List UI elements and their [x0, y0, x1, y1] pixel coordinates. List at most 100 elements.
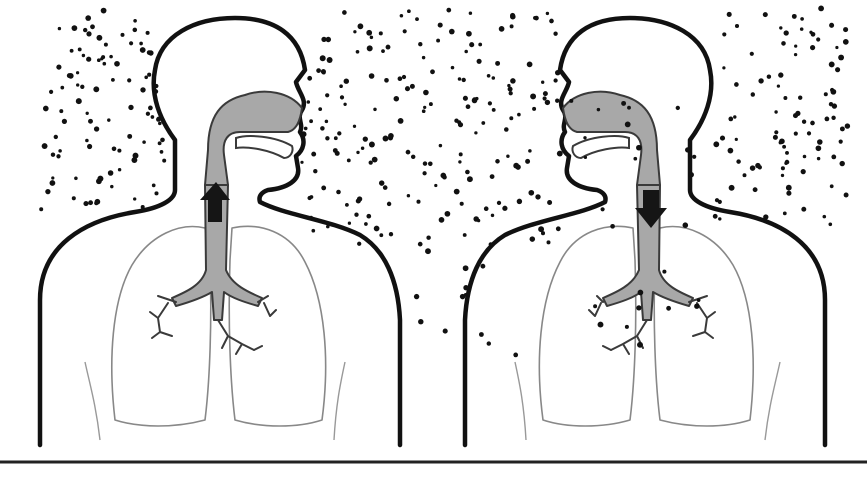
exhaling-palate	[236, 136, 293, 158]
left-background-particle	[133, 153, 139, 159]
center-plume-particle	[379, 180, 384, 185]
left-background-particle	[144, 76, 148, 80]
right-background-particle	[843, 39, 849, 45]
center-plume-particle	[400, 14, 404, 18]
center-plume-particle	[477, 59, 482, 64]
right-background-particle	[816, 146, 819, 149]
right-background-particle	[782, 145, 786, 149]
center-plume-particle	[364, 222, 368, 226]
center-plume-particle	[366, 30, 372, 36]
right-background-particle	[743, 173, 747, 177]
center-plume-particle	[321, 185, 326, 190]
right-background-particle	[839, 140, 843, 144]
center-plume-particle	[463, 233, 467, 237]
inhaled-particles-particle	[688, 172, 694, 178]
center-plume-particle	[345, 203, 349, 207]
center-plume-particle	[422, 56, 425, 59]
center-plume-particle	[547, 240, 551, 244]
inhaled-particles-particle	[683, 222, 689, 228]
center-plume-particle	[356, 151, 359, 154]
center-plume-particle	[487, 74, 491, 78]
lower-trail-particle	[513, 353, 518, 358]
inhaled-particles-particle	[676, 106, 680, 110]
center-plume-particle	[320, 55, 326, 61]
left-background-particle	[154, 84, 158, 88]
inhaled-particles-particle	[697, 298, 701, 302]
center-plume-particle	[313, 169, 317, 173]
center-plume-particle	[495, 61, 500, 66]
center-plume-particle	[411, 155, 415, 159]
left-background-particle	[58, 27, 61, 30]
left-background-particle	[158, 141, 162, 145]
center-plume-particle	[533, 16, 537, 20]
left-background-particle	[56, 154, 60, 158]
right-background-particle	[715, 198, 719, 202]
left-background-particle	[103, 62, 107, 66]
center-plume-particle	[347, 158, 351, 162]
center-plume-particle	[366, 214, 371, 219]
right-background-particle	[807, 131, 811, 135]
exhaling-right-lung	[229, 226, 325, 426]
left-background-particle	[146, 31, 150, 35]
left-background-particle	[67, 73, 72, 78]
lower-trail-particle	[418, 319, 423, 324]
center-plume-particle	[497, 201, 501, 205]
center-plume-particle	[403, 29, 407, 33]
center-plume-particle	[528, 149, 532, 153]
left-background-particle	[62, 119, 67, 124]
left-background-particle	[74, 177, 78, 181]
center-plume-particle	[342, 10, 347, 15]
center-plume-particle	[491, 214, 494, 217]
center-plume-particle	[311, 229, 315, 233]
center-plume-particle	[445, 211, 451, 217]
inhaled-particles-particle	[583, 136, 586, 139]
lower-trail-particle	[414, 294, 419, 299]
left-background-particle	[43, 106, 49, 112]
center-plume-particle	[538, 226, 544, 232]
left-background-particle	[72, 25, 78, 31]
right-background-particle	[840, 126, 845, 131]
right-background-particle	[811, 32, 816, 37]
left-background-particle	[110, 185, 113, 188]
center-plume-particle	[353, 30, 356, 33]
left-background-particle	[117, 149, 121, 153]
left-background-particle	[82, 54, 85, 57]
center-plume-particle	[309, 119, 313, 123]
center-plume-particle	[506, 154, 509, 157]
right-background-particle	[818, 5, 824, 11]
center-plume-particle	[325, 136, 329, 140]
left-background-particle	[85, 139, 89, 143]
center-plume-particle	[454, 189, 460, 195]
center-plume-particle	[541, 81, 544, 84]
center-plume-particle	[418, 242, 423, 247]
right-background-particle	[839, 161, 844, 166]
left-background-particle	[58, 149, 62, 153]
right-background-particle	[750, 165, 756, 171]
inhaled-particles-particle	[685, 147, 690, 152]
left-background-particle	[94, 126, 99, 131]
center-plume-particle	[488, 101, 492, 105]
center-plume-particle	[325, 93, 329, 97]
left-background-particle	[109, 55, 113, 59]
center-plume-particle	[398, 76, 403, 81]
right-background-particle	[755, 163, 760, 168]
right-background-particle	[786, 185, 792, 191]
left-background-particle	[45, 189, 50, 194]
inhaled-particles-particle	[694, 304, 699, 309]
right-background-particle	[773, 135, 778, 140]
center-plume-particle	[336, 190, 341, 195]
center-plume-particle	[557, 151, 563, 157]
center-plume-particle	[515, 164, 520, 169]
inhaled-particles-particle	[597, 108, 600, 111]
exhaling-person-airway	[150, 92, 302, 354]
left-background-particle	[152, 184, 156, 188]
center-plume-particle	[535, 194, 540, 199]
left-background-particle	[162, 159, 166, 163]
right-background-particle	[843, 27, 848, 32]
center-plume-particle	[458, 77, 462, 81]
right-background-particle	[722, 66, 725, 69]
left-background-particle	[86, 31, 91, 36]
right-background-particle	[817, 157, 820, 160]
